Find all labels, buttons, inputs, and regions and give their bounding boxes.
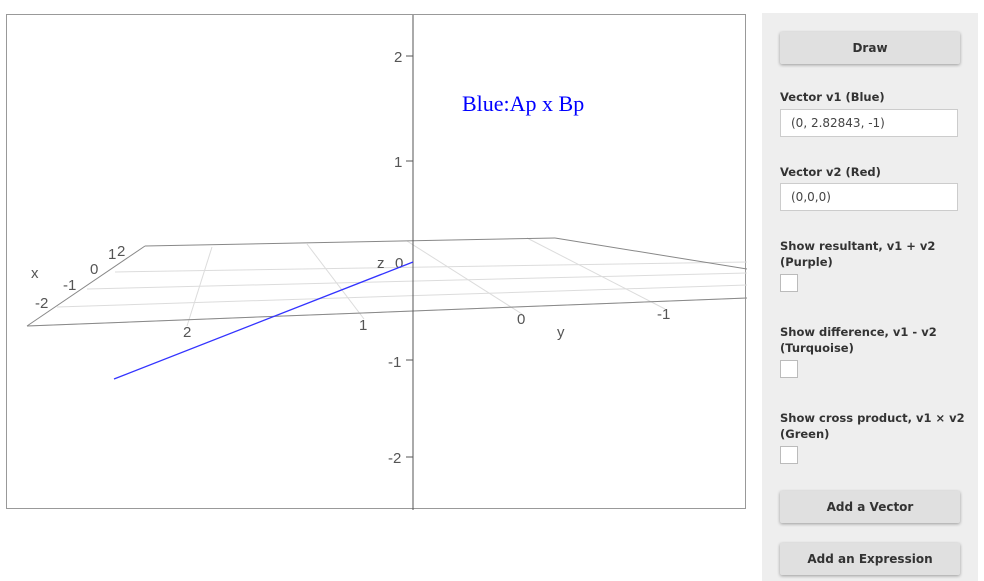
z-axis-label: z (377, 255, 385, 272)
vertical-tick-label: 1 (394, 154, 402, 171)
x-tick-label: -2 (35, 295, 48, 312)
show-difference-label: Show difference, v1 - v2 (Turquoise) (780, 325, 937, 355)
draw-button[interactable]: Draw (780, 32, 960, 64)
plot-annotation: Blue:Ap x Bp (462, 91, 585, 116)
y-tick-label: 1 (359, 317, 367, 334)
blue-vector (113, 261, 414, 380)
add-expression-button[interactable]: Add an Expression (780, 543, 960, 575)
plot-area[interactable]: 2 1 -1 -2 x -2 -1 0 1 2 2 1 0 -1 y z 0 B… (6, 14, 747, 510)
show-resultant-label: Show resultant, v1 + v2 (Purple) (780, 239, 936, 269)
y-axis-label: y (557, 324, 565, 341)
x-axis-label: x (31, 265, 39, 282)
x-tick-label: -1 (63, 277, 76, 294)
show-cross-product-label: Show cross product, v1 × v2 (Green) (780, 411, 965, 441)
vector-v1-input[interactable]: (0, 2.82843, -1) (780, 109, 958, 137)
vector-v1-label: Vector v1 (Blue) (780, 90, 885, 104)
y-tick-label: -1 (657, 306, 670, 323)
vector-v2-label: Vector v2 (Red) (780, 165, 881, 179)
y-tick-label: 0 (517, 311, 525, 328)
show-cross-product-checkbox[interactable] (780, 446, 798, 464)
vertical-tick-label: 2 (394, 49, 402, 66)
vertical-tick-label: -2 (388, 450, 401, 467)
grid-plane-border (26, 237, 747, 327)
show-resultant-checkbox[interactable] (780, 274, 798, 292)
show-difference-checkbox[interactable] (780, 360, 798, 378)
vertical-tick-label: -1 (388, 354, 401, 371)
add-vector-button[interactable]: Add a Vector (780, 491, 960, 523)
vector-v2-input[interactable]: (0,0,0) (780, 183, 958, 211)
vertical-axis-ticks (406, 55, 413, 458)
control-panel: Draw Vector v1 (Blue) (0, 2.82843, -1) V… (762, 13, 978, 581)
x-tick-label: 0 (90, 261, 98, 278)
3d-plot-canvas[interactable]: 2 1 -1 -2 x -2 -1 0 1 2 2 1 0 -1 y z 0 (7, 15, 747, 510)
x-tick-label: 1 (108, 246, 116, 263)
y-tick-label: 2 (183, 324, 191, 341)
z-origin-label: 0 (395, 255, 403, 272)
x-tick-label: 2 (117, 243, 125, 260)
